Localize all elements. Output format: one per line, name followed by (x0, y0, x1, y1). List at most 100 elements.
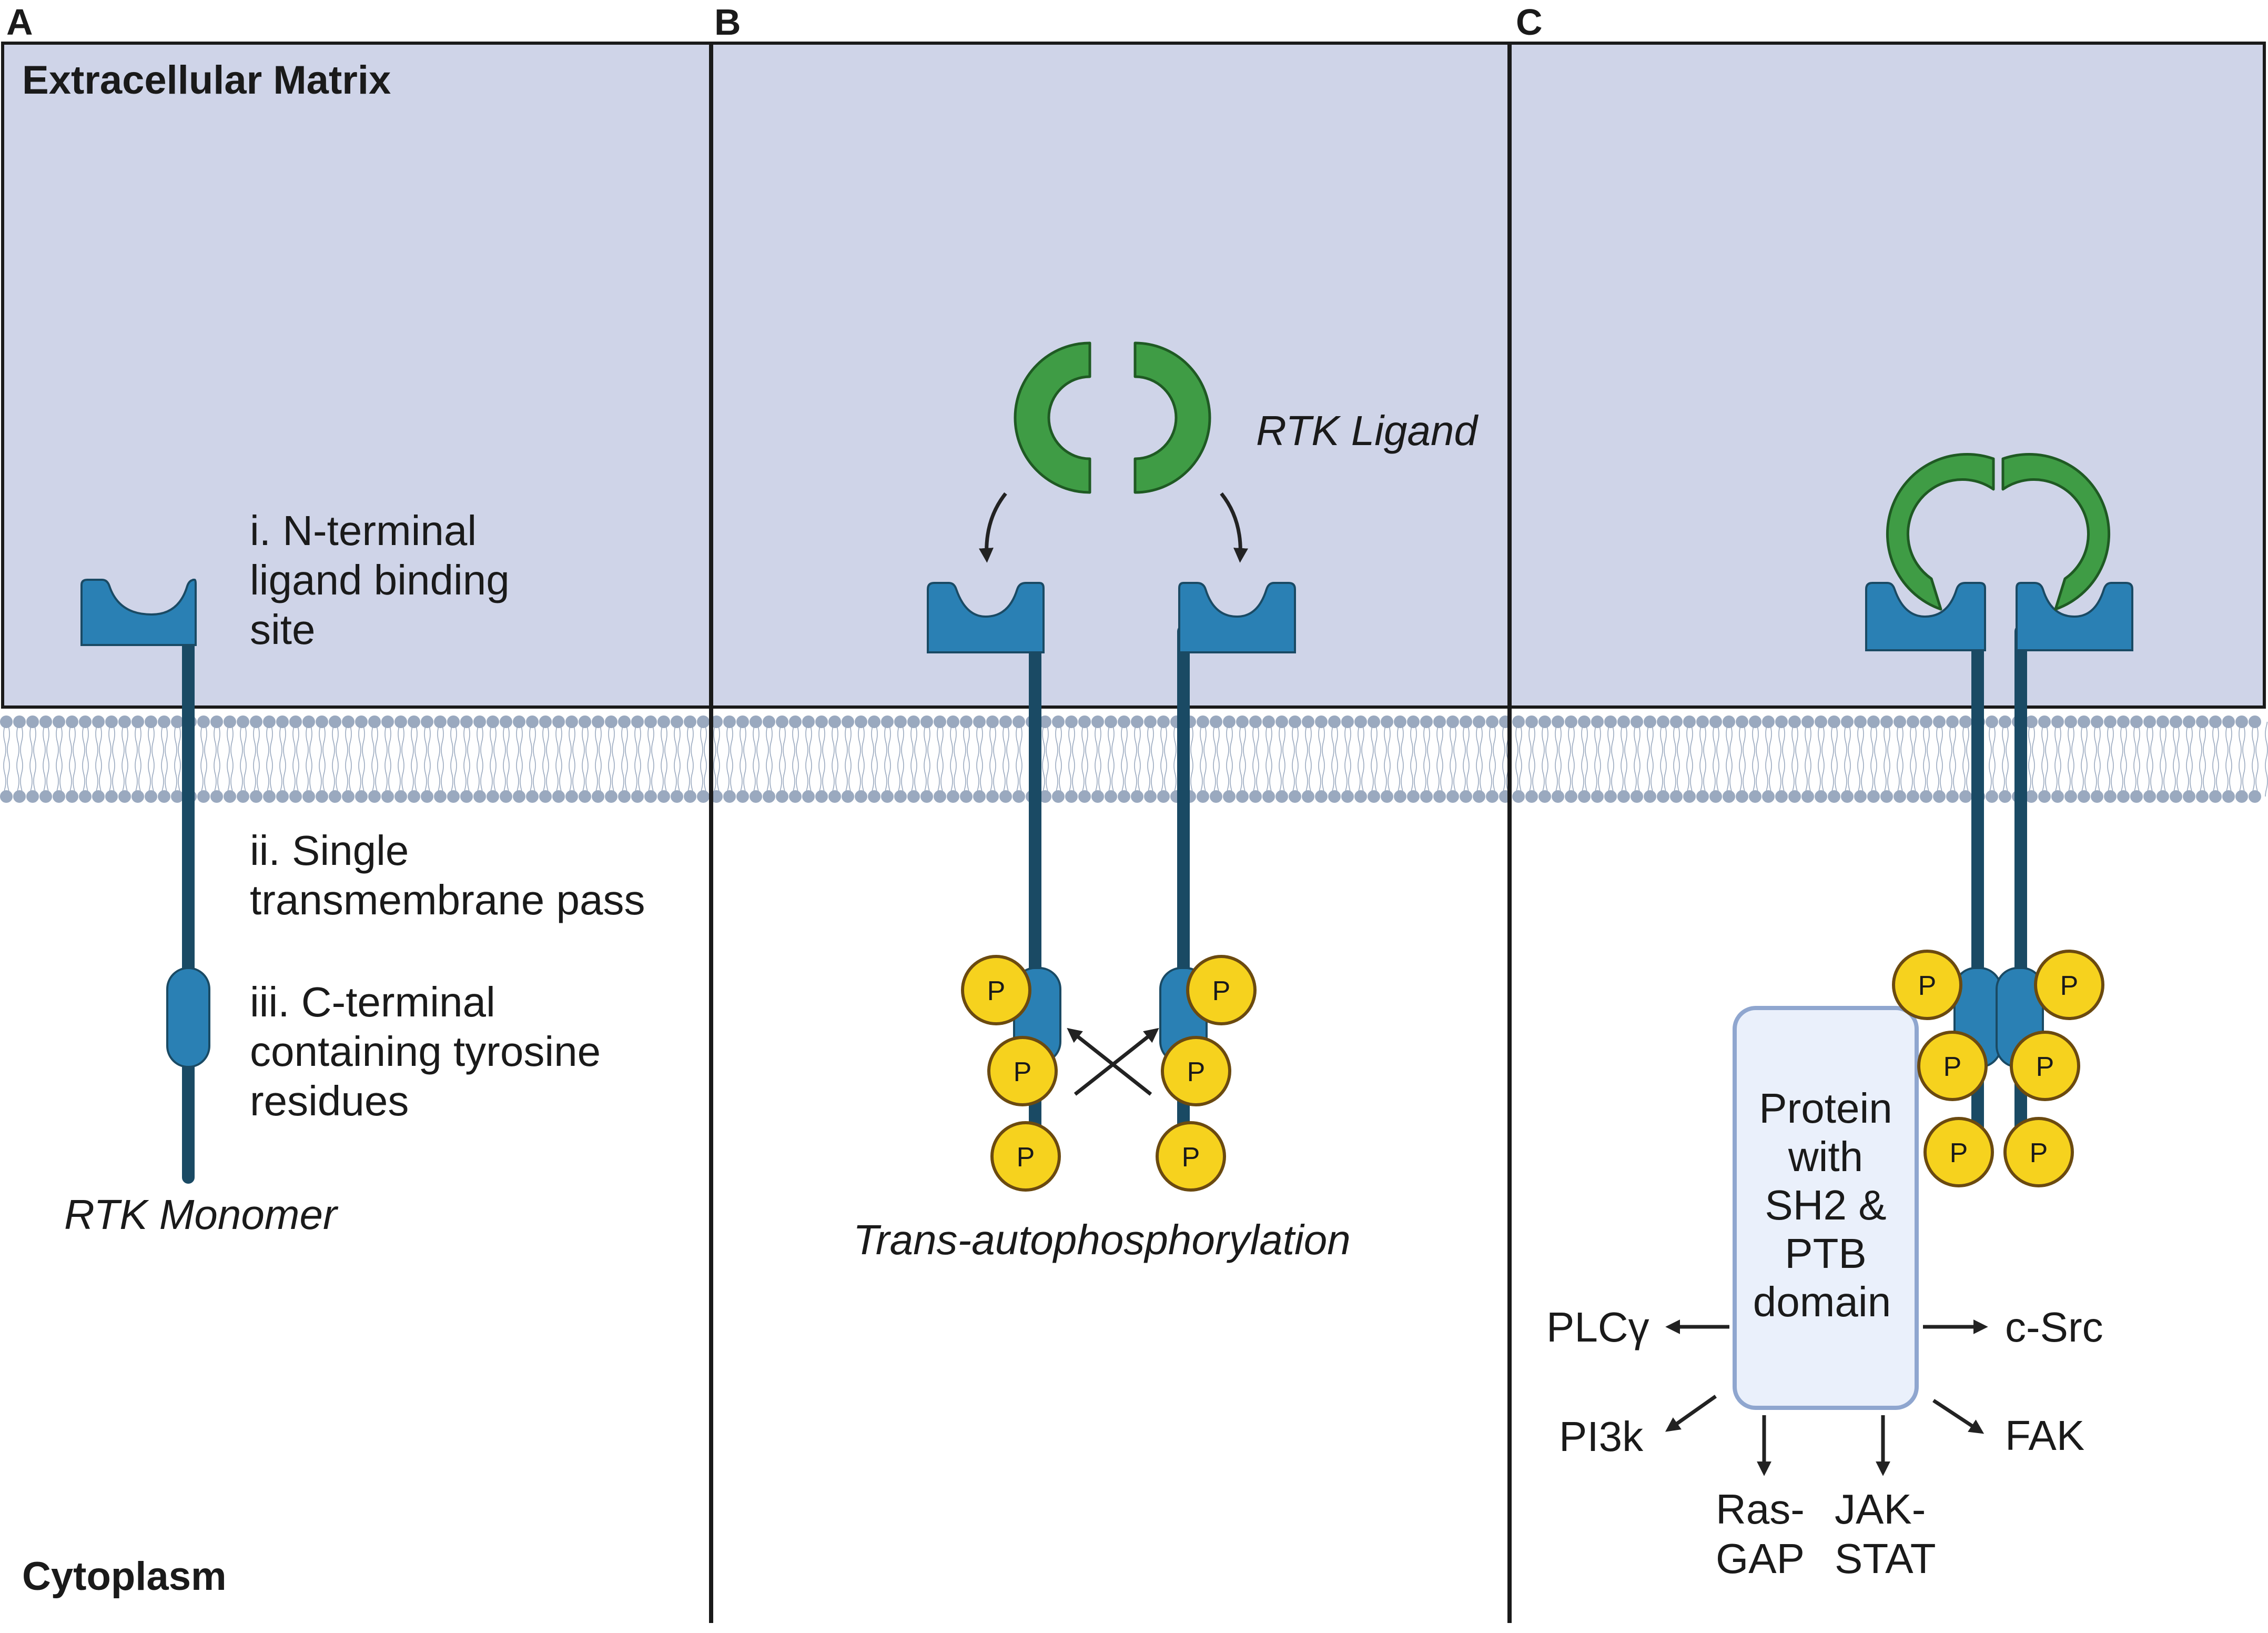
lipid-head (1157, 790, 1170, 803)
panel-letter-b: B (714, 2, 741, 43)
target-jakstat-line-1: JAK- (1835, 1486, 1926, 1533)
lipid-head (1354, 790, 1367, 803)
lipid-head (1289, 790, 1301, 803)
lipid-head (263, 790, 276, 803)
lipid-head (2196, 715, 2209, 728)
phosphate-label: P (2036, 1052, 2054, 1082)
lipid-head (1604, 790, 1617, 803)
lipid-head (1815, 790, 1827, 803)
lipid-head (2091, 715, 2103, 728)
lipid-head (1275, 715, 1288, 728)
lipid-head (39, 790, 52, 803)
lipid-head (1223, 715, 1236, 728)
lipid-head (1578, 790, 1591, 803)
tyrosine-kinase-domain (166, 967, 210, 1068)
lipid-head (1118, 790, 1130, 803)
lipid-head (2025, 790, 2038, 803)
lipid-head (1315, 715, 1328, 728)
lipid-head (1736, 790, 1748, 803)
lipid-head (1091, 715, 1104, 728)
lipid-head (224, 790, 236, 803)
phosphate-label: P (1950, 1138, 1968, 1168)
lipid-head (868, 715, 880, 728)
lipid-head (1262, 715, 1275, 728)
phosphate-label: P (1212, 976, 1231, 1006)
feature-3-line-2: containing tyrosine (250, 1028, 601, 1075)
lipid-head (802, 790, 815, 803)
lipid-head (1999, 790, 2011, 803)
lipid-head (776, 715, 788, 728)
feature-2-line-2: transmembrane pass (250, 876, 645, 923)
lipid-head (1012, 715, 1025, 728)
lipid-head (158, 715, 170, 728)
lipid-head (1986, 790, 1998, 803)
lipid-head (276, 790, 289, 803)
lipid-head (2117, 715, 2130, 728)
lipid-head (1354, 715, 1367, 728)
lipid-head (434, 715, 447, 728)
arrow-pi3k (1665, 1395, 1717, 1432)
lipid-head (1644, 715, 1656, 728)
lipid-head (394, 715, 407, 728)
lipid-head (1959, 790, 1972, 803)
binding-arrow-left (979, 492, 1007, 563)
lipid-head (789, 790, 802, 803)
lipid-head (1631, 790, 1643, 803)
phosphate-group: P (1917, 1031, 1988, 1101)
lipid-head (1420, 715, 1433, 728)
lipid-head (0, 790, 13, 803)
lipid-head (500, 715, 512, 728)
lipid-head (671, 715, 683, 728)
lipid-head (250, 790, 262, 803)
lipid-head (2209, 715, 2222, 728)
arrow-fak (1932, 1399, 1984, 1434)
lipid-head (210, 790, 223, 803)
lipid-head (1841, 790, 1854, 803)
lipid-head (1999, 715, 2011, 728)
lipid-head (1052, 715, 1065, 728)
lipid-head (2143, 790, 2156, 803)
lipid-head (329, 790, 341, 803)
downstream-targets: PLCγ c-Src PI3k FAK Ras- GAP JAK- STAT (1546, 1304, 2103, 1582)
lipid-head (750, 790, 762, 803)
lipid-head (802, 715, 815, 728)
lipid-head (2235, 715, 2248, 728)
lipid-head (1749, 715, 1761, 728)
lipid-head (381, 715, 394, 728)
lipid-head (1591, 790, 1604, 803)
lipid-head (1762, 790, 1775, 803)
lipid-head (197, 790, 210, 803)
lipid-head (750, 715, 762, 728)
lipid-head (276, 715, 289, 728)
lipid-head (644, 790, 657, 803)
lipid-head (855, 790, 867, 803)
lipid-head (1828, 790, 1840, 803)
lipid-head (13, 715, 26, 728)
lipid-head (565, 715, 578, 728)
lipid-head (644, 715, 657, 728)
lipid-head (1525, 715, 1538, 728)
lipid-head (1683, 715, 1696, 728)
lipid-head (1512, 715, 1525, 728)
feature-2-line-1: ii. Single (250, 827, 409, 874)
lipid-head (1078, 715, 1091, 728)
phosphate-group: P (987, 1036, 1058, 1106)
lipid-head (421, 715, 433, 728)
lipid-head (342, 790, 355, 803)
lipid-head (2249, 790, 2261, 803)
lipid-head (2170, 715, 2182, 728)
lipid-head (1894, 790, 1906, 803)
lipid-head (0, 715, 13, 728)
lipid-head (1381, 790, 1393, 803)
lipid-head (1920, 790, 1932, 803)
lipid-head (881, 715, 894, 728)
lipid-head (736, 790, 749, 803)
lipid-head (460, 715, 473, 728)
lipid-heads-outer (0, 715, 2261, 728)
lipid-head (815, 715, 828, 728)
lipid-head (1657, 715, 1669, 728)
lipid-head (1315, 790, 1328, 803)
lipid-head (1118, 715, 1130, 728)
lipid-head (394, 790, 407, 803)
